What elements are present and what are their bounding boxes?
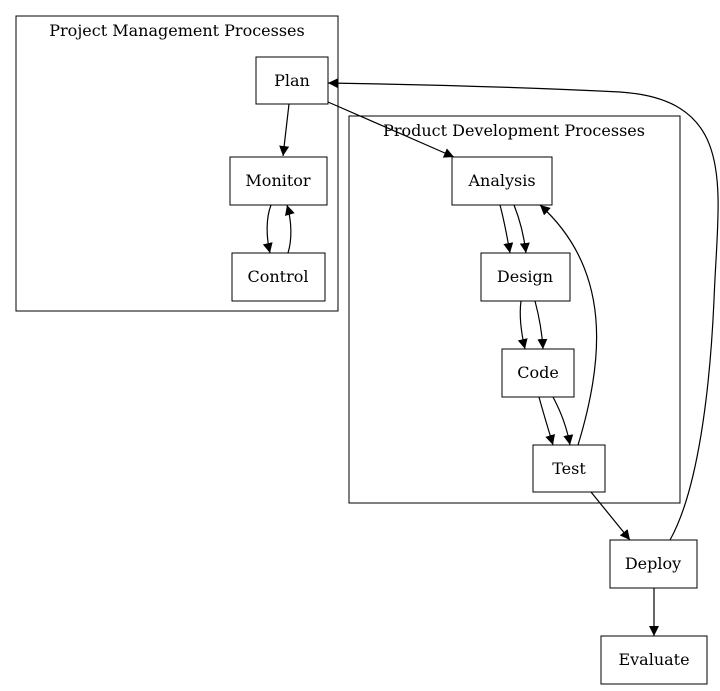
node-test[interactable]: Test bbox=[532, 444, 606, 493]
edge-control-monitor bbox=[285, 204, 295, 254]
node-code-label: Code bbox=[517, 363, 559, 382]
node-evaluate-label: Evaluate bbox=[618, 650, 689, 669]
node-deploy-label: Deploy bbox=[625, 554, 681, 573]
edges bbox=[262, 78, 719, 636]
node-plan-label: Plan bbox=[274, 71, 310, 90]
node-design-label: Design bbox=[497, 267, 553, 286]
edge-design-code-1 bbox=[517, 300, 528, 350]
cluster-project-management: Project Management Processes bbox=[15, 15, 339, 312]
node-design[interactable]: Design bbox=[480, 252, 571, 302]
node-monitor[interactable]: Monitor bbox=[229, 156, 328, 206]
node-control-label: Control bbox=[247, 267, 308, 286]
edge-deploy-plan bbox=[327, 78, 719, 541]
node-plan[interactable]: Plan bbox=[255, 56, 329, 105]
cluster-product-development: Product Development Processes bbox=[348, 115, 681, 504]
edge-plan-monitor bbox=[279, 103, 290, 157]
edge-analysis-design-1 bbox=[499, 204, 514, 254]
node-code[interactable]: Code bbox=[501, 348, 575, 398]
edge-test-deploy bbox=[590, 491, 631, 541]
edge-analysis-design-2 bbox=[513, 204, 530, 254]
cluster-product-development-label: Product Development Processes bbox=[383, 121, 645, 140]
node-analysis[interactable]: Analysis bbox=[451, 156, 553, 206]
edge-design-code-2 bbox=[534, 300, 548, 350]
node-test-label: Test bbox=[552, 459, 586, 478]
node-evaluate[interactable]: Evaluate bbox=[600, 635, 708, 685]
node-monitor-label: Monitor bbox=[245, 171, 311, 190]
edge-monitor-control bbox=[262, 204, 273, 254]
edge-test-analysis bbox=[539, 204, 598, 446]
node-deploy[interactable]: Deploy bbox=[609, 539, 698, 589]
node-control[interactable]: Control bbox=[231, 252, 326, 302]
edge-code-test-1 bbox=[538, 396, 555, 446]
edge-plan-analysis bbox=[327, 101, 455, 158]
edge-code-test-2 bbox=[552, 396, 574, 446]
node-analysis-label: Analysis bbox=[467, 171, 535, 190]
cluster-project-management-label: Project Management Processes bbox=[49, 21, 304, 40]
